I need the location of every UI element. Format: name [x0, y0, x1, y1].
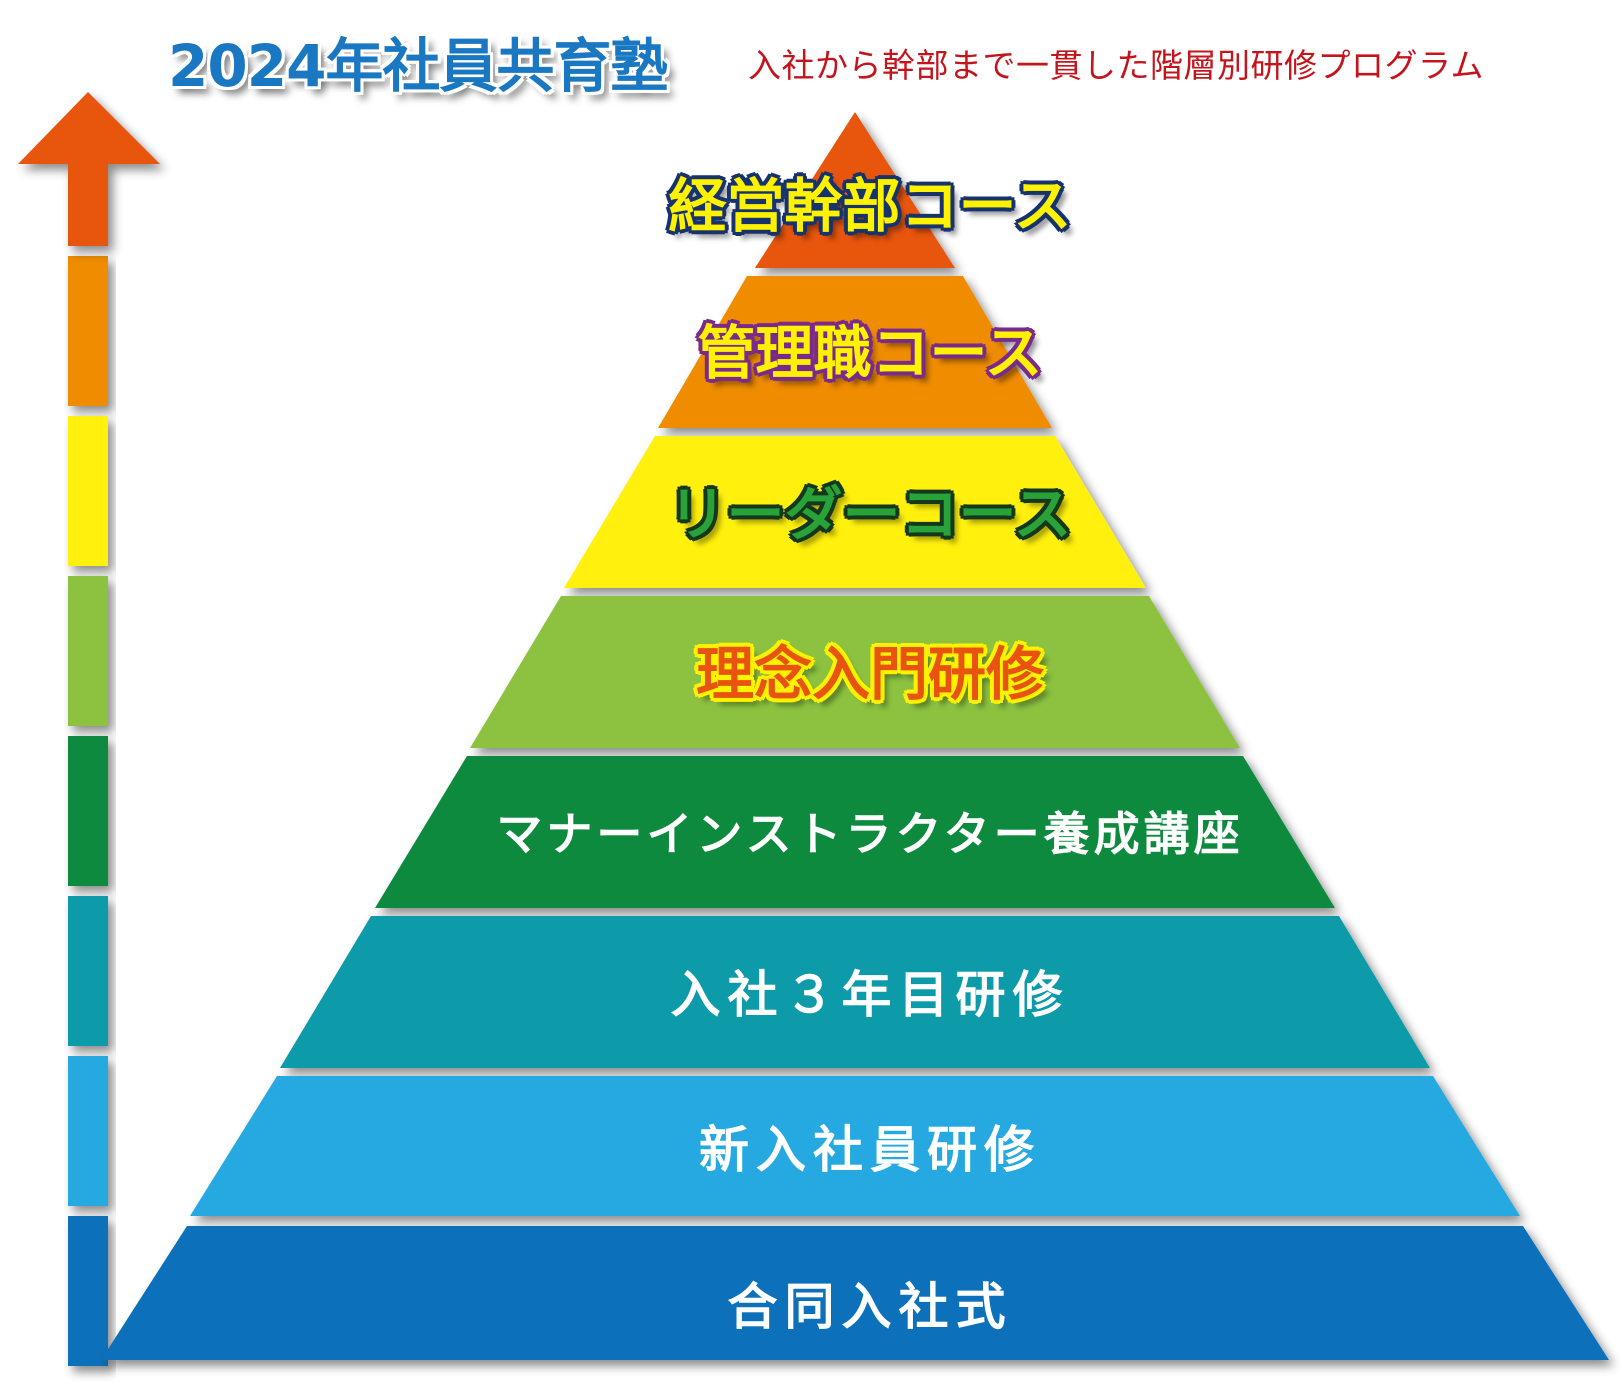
page-title: 2024年社員共育塾 [168, 32, 668, 100]
pyramid-tier-third-year [280, 916, 1430, 1068]
level-label-new-employee: 新入社員研修 [699, 1121, 1041, 1179]
level-label-third-year: 入社３年目研修 [670, 966, 1070, 1024]
pyramid-tier-manager [658, 276, 1052, 428]
level-label-entrance-ceremony: 合同入社式 [727, 1278, 1013, 1336]
arrow-segment [68, 736, 108, 886]
level-label-manager: 管理職コース [697, 319, 1043, 387]
pyramid [101, 112, 1609, 1360]
level-label-philosophy: 理念入門研修 [695, 640, 1044, 708]
up-arrow-icon [18, 92, 160, 1366]
arrow-segment [68, 416, 108, 566]
arrow-head [18, 92, 160, 246]
pyramid-tier-manner-instructor [375, 756, 1335, 908]
arrow-segment [68, 576, 108, 726]
arrow-segment [68, 896, 108, 1046]
level-label-leader: リーダーコース [668, 480, 1072, 548]
arrow-segment [68, 1216, 108, 1366]
page-subtitle: 入社から幹部まで一貫した階層別研修プログラム [748, 46, 1485, 85]
pyramid-tier-leader [564, 436, 1146, 588]
arrow-segment [68, 1056, 108, 1206]
pyramid-tier-new-employee [190, 1076, 1520, 1216]
level-label-executive: 経営幹部コース [668, 172, 1072, 240]
level-label-manner-instructor: マナーインストラクター養成講座 [496, 807, 1244, 861]
pyramid-tier-philosophy [470, 596, 1240, 748]
pyramid-tier-entrance-ceremony [101, 1226, 1609, 1360]
arrow-segment [68, 256, 108, 406]
pyramid-tier-executive [755, 112, 955, 268]
